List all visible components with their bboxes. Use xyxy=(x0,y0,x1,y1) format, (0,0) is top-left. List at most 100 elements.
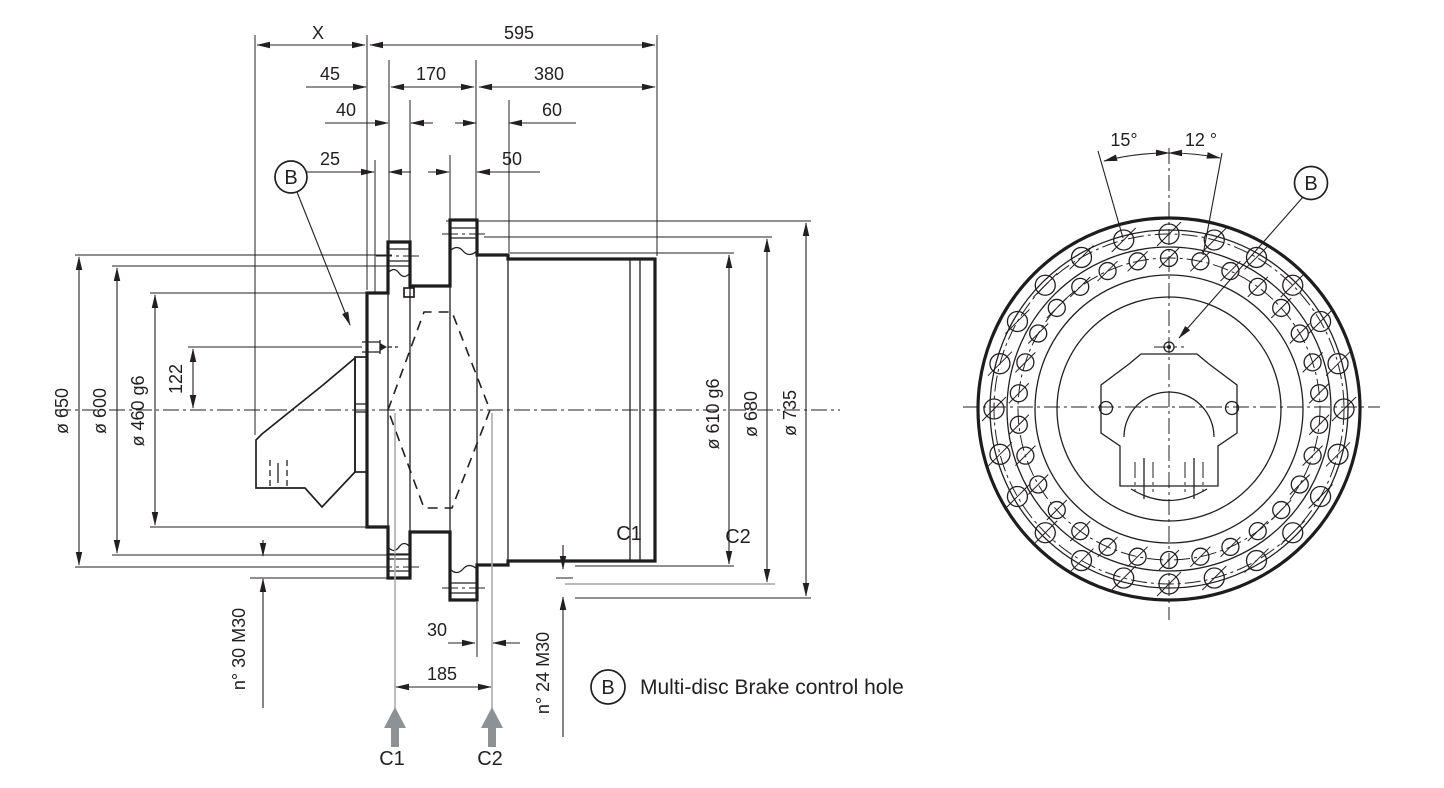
wheel-bolt-hole xyxy=(1158,573,1180,595)
legend: B Multi-disc Brake control hole xyxy=(590,669,904,705)
dim-dia680: ø 680 xyxy=(741,391,761,437)
dim-170: 170 xyxy=(416,64,446,84)
motor-bolt-hole-thread-mark xyxy=(1302,351,1323,373)
wheel-bolt-hole xyxy=(1113,567,1135,589)
dim-30: 30 xyxy=(427,620,447,640)
motor-bolt-hole-thread-mark xyxy=(1008,382,1030,404)
motor-bolt-hole-thread-mark xyxy=(1046,499,1068,521)
wheel-bolt-hole-thread-mark xyxy=(1032,520,1058,546)
wheel-bolt-hole xyxy=(1309,310,1332,333)
motor-bolt-hole-thread-mark xyxy=(1008,414,1030,436)
front-view: 15° 12 ° B xyxy=(963,130,1380,620)
motor-bolt-hole xyxy=(1009,415,1028,434)
motor-bolt-hole-thread-mark xyxy=(1270,297,1292,319)
motor-bolt-hole-thread-mark xyxy=(1027,323,1049,344)
motor-bolt-hole xyxy=(1248,522,1267,541)
motor-bolt-hole xyxy=(1071,522,1090,541)
c1-arrow xyxy=(384,707,406,747)
motor-bolt-hole-thread-mark xyxy=(1158,549,1180,571)
motor-bolt-hole-thread-mark xyxy=(1015,445,1036,467)
motor-bolt-hole-thread-mark xyxy=(1190,250,1211,272)
wheel-bolt-hole xyxy=(989,353,1011,375)
motor-bolt-hole xyxy=(1191,252,1210,271)
motor-bolt-hole xyxy=(1290,475,1309,494)
dim-n24-m30: n° 24 M30 xyxy=(533,632,553,714)
wheel-bolt-hole-thread-mark xyxy=(1201,565,1227,591)
wheel-bolt-hole xyxy=(989,443,1011,465)
motor-bolt-hole xyxy=(1221,537,1240,557)
motor-bolt-hole-thread-mark xyxy=(1220,536,1241,558)
wheel-bolt-hole xyxy=(1245,549,1268,572)
wheel-bolt-hole xyxy=(983,398,1005,420)
wheel-bolt-hole-thread-mark xyxy=(1005,309,1030,334)
motor-bolt-hole xyxy=(1248,277,1267,296)
motor-bolt-hole xyxy=(1159,248,1179,268)
wheel-bolt-hole xyxy=(1158,223,1180,245)
wheel-bolt-hole-thread-mark xyxy=(1111,565,1137,591)
gear-train-hidden-outline xyxy=(387,311,491,509)
inner-ring-circle xyxy=(1034,274,1304,544)
b-callout-front: B xyxy=(1178,165,1329,339)
dim-dia600: ø 600 xyxy=(90,388,110,434)
wheel-bolt-hole-thread-mark xyxy=(1244,245,1269,270)
wheel-bolt-hole-thread-mark xyxy=(1308,484,1333,509)
b-callout-side: B xyxy=(274,160,351,326)
hydraulic-motor-outline xyxy=(255,356,368,509)
motor-bolt-hole-thread-mark xyxy=(1046,297,1068,319)
bottom-dimensions: n° 30 M30 n° 24 M30 30 185 C1 C2 xyxy=(229,540,573,770)
wheel-bolt-hole-thread-mark xyxy=(1005,484,1030,509)
left-dimensions: ø 650 ø 600 ø 460 g6 122 xyxy=(52,254,410,579)
motor-bolt-hole-thread-mark xyxy=(1308,382,1330,404)
dim-dia610: ø 610 g6 xyxy=(703,378,723,449)
motor-bolt-hole-thread-mark xyxy=(1302,445,1323,467)
motor-bolt-hole-thread-mark xyxy=(1247,520,1269,542)
motor-bolt-hole-thread-mark xyxy=(1289,474,1311,495)
dim-380: 380 xyxy=(534,64,564,84)
motor-bolt-hole-thread-mark xyxy=(1097,536,1118,558)
motor-bolt-hole xyxy=(1290,324,1309,343)
dim-185: 185 xyxy=(427,664,457,684)
label-c1: C1 xyxy=(379,748,405,770)
motor-bolt-hole-thread-mark xyxy=(1027,474,1049,495)
dim-n30-m30: n° 30 M30 xyxy=(229,608,249,690)
right-dimensions: ø 610 g6 ø 680 ø 735 xyxy=(446,220,811,599)
motor-bolt-hole xyxy=(1016,446,1035,465)
motor-bolt-hole-thread-mark xyxy=(1127,546,1148,568)
wheel-bolt-hole xyxy=(1282,522,1304,544)
brake-control-hole-front xyxy=(1154,341,1184,353)
angle-dimensions: 15° 12 ° xyxy=(1097,130,1223,256)
motor-bolt-hole xyxy=(1303,353,1322,372)
wheel-bolt-hole xyxy=(1245,246,1268,269)
dim-40: 40 xyxy=(336,100,356,120)
dim-45: 45 xyxy=(320,64,340,84)
dim-50: 50 xyxy=(502,149,522,169)
dim-dia735: ø 735 xyxy=(780,390,800,436)
bolt-holes xyxy=(981,221,1357,597)
wheel-bolt-hole xyxy=(1070,246,1093,269)
wheel-bolt-hole xyxy=(1282,274,1304,296)
brake-control-hole-detail xyxy=(362,340,398,354)
dim-25: 25 xyxy=(320,149,340,169)
flange-outer-circle xyxy=(976,216,1362,602)
motor-bolt-hole-thread-mark xyxy=(1069,520,1091,542)
motor-bolt-hole-thread-mark xyxy=(1158,247,1180,269)
motor-bolt-hole xyxy=(1029,475,1048,494)
wheel-bolt-hole-thread-mark xyxy=(1156,571,1182,597)
wheel-bolt-hole xyxy=(1006,310,1029,333)
motor-bolt-hole xyxy=(1047,500,1066,520)
wheel-bolt-hole xyxy=(1327,353,1349,375)
motor-bolt-hole xyxy=(1310,415,1329,434)
wheel-bolt-hole xyxy=(1327,443,1349,465)
legend-b-symbol xyxy=(590,669,626,705)
dim-dia460: ø 460 g6 xyxy=(128,375,148,446)
wheel-bolt-hole-thread-mark xyxy=(1069,245,1094,270)
motor-bolt-hole xyxy=(1272,500,1291,520)
motor-bolt-hole-thread-mark xyxy=(1270,499,1292,521)
dim-60: 60 xyxy=(542,100,562,120)
wheel-bolt-hole-thread-mark xyxy=(1111,227,1137,253)
b-callout-side-letter: B xyxy=(284,167,297,189)
wheel-bolt-hole-thread-mark xyxy=(1325,441,1351,467)
top-dimensions: X 595 45 170 380 40 60 25 50 xyxy=(254,23,658,435)
